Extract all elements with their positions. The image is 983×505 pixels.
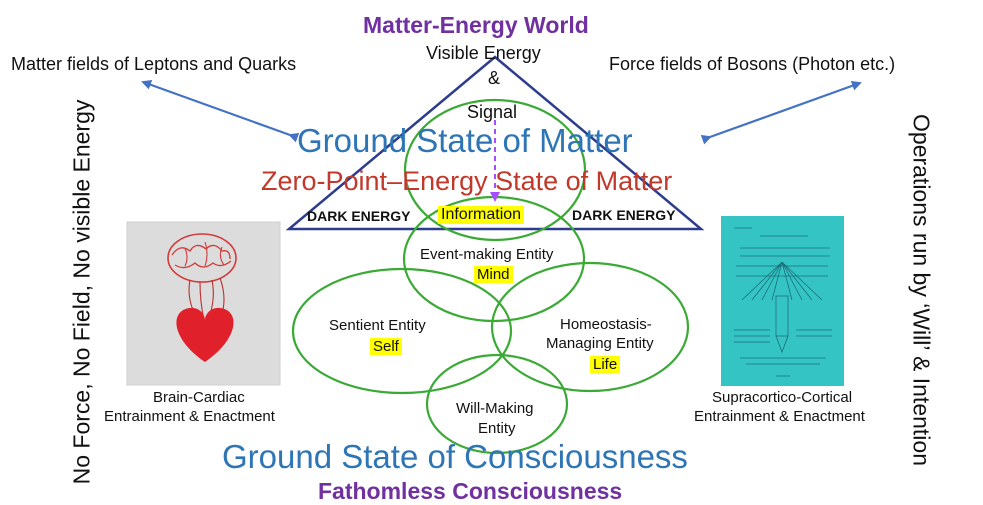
homeostasis-entity-label1: Homeostasis- [560, 316, 652, 333]
homeostasis-entity-label2: Managing Entity [546, 335, 654, 352]
force-fields-label: Force fields of Bosons (Photon etc.) [609, 54, 896, 74]
homeostasis-circle [490, 261, 690, 393]
ground-state-consciousness: Ground State of Consciousness [222, 438, 688, 475]
right-arrow [700, 81, 862, 145]
left-vertical-text: No Force, No Field, No visible Energy [68, 99, 95, 485]
sentient-entity-tag: Self [370, 338, 402, 355]
brain-cardiac-caption1: Brain-Cardiac [153, 389, 245, 406]
brain-cardiac-caption2: Entrainment & Enactment [104, 408, 275, 425]
will-circle [425, 353, 569, 455]
right-vertical-text: Operations run by ‘Will’ & Intention [908, 114, 935, 466]
zero-point-label: Zero-Point–Energy State of Matter [261, 166, 673, 196]
supracortico-caption1: Supracortico-Cortical [712, 389, 853, 406]
will-entity-label1: Will-Making [456, 400, 534, 417]
ground-state-matter: Ground State of Matter [297, 122, 633, 159]
dark-energy-left: DARK ENERGY [307, 208, 411, 224]
dark-energy-right: DARK ENERGY [572, 207, 676, 223]
supracortico-caption2: Entrainment & Enactment [694, 408, 865, 425]
apex-ampersand: & [488, 68, 501, 88]
information-label: Information [438, 206, 525, 224]
brain-heart-image [126, 221, 281, 386]
homeostasis-entity-tag: Life [590, 356, 621, 373]
matter-triangle [285, 55, 705, 231]
left-arrow [141, 80, 300, 143]
bottom-title: Fathomless Consciousness [318, 478, 623, 504]
top-title: Matter-Energy World [363, 12, 589, 38]
will-entity-label2: Entity [478, 420, 516, 437]
sentient-entity-label: Sentient Entity [329, 317, 426, 334]
apex-visible-energy: Visible Energy [426, 43, 541, 63]
information-circle [403, 98, 587, 242]
matter-fields-label: Matter fields of Leptons and Quarks [11, 54, 297, 74]
sentient-circle [291, 267, 513, 395]
event-entity-label: Event-making Entity [420, 246, 554, 263]
event-entity-tag: Mind [474, 266, 513, 283]
supracortical-diagram-image [721, 216, 844, 386]
apex-signal: Signal [467, 102, 518, 122]
